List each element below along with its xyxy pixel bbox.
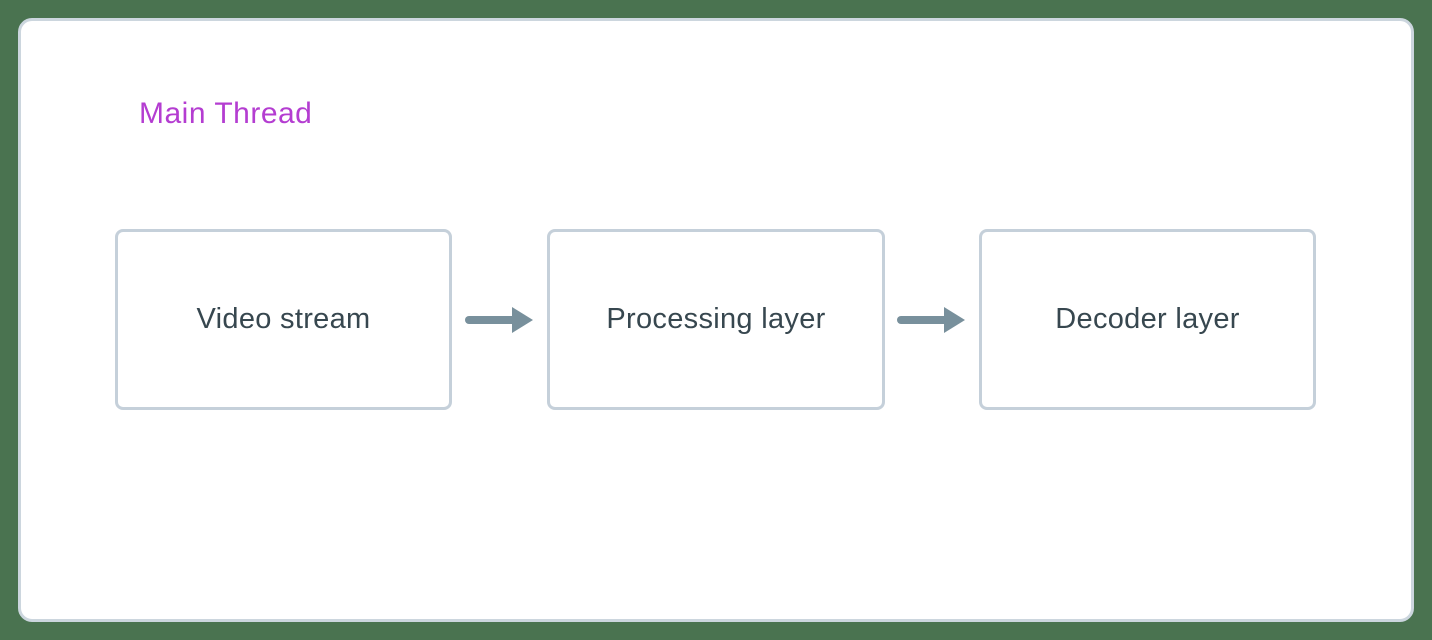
node-label: Decoder layer xyxy=(1055,303,1240,335)
node-decoder-layer: Decoder layer xyxy=(979,229,1316,410)
node-processing-layer: Processing layer xyxy=(547,229,885,410)
arrow-right-icon xyxy=(465,307,533,333)
node-label: Video stream xyxy=(196,303,371,335)
node-video-stream: Video stream xyxy=(115,229,452,410)
arrow-right-icon xyxy=(897,307,965,333)
node-label: Processing layer xyxy=(606,303,826,335)
panel-title: Main Thread xyxy=(139,97,313,130)
